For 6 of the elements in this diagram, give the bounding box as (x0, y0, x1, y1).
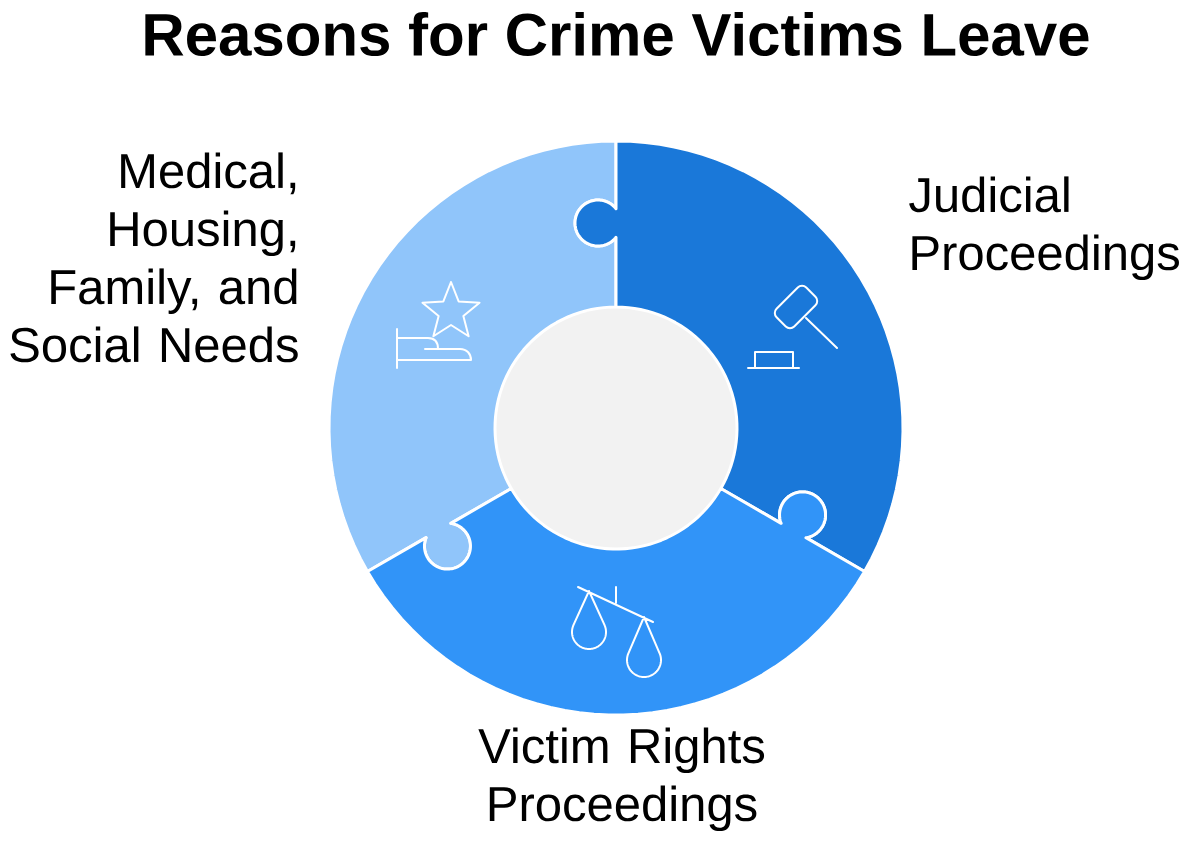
title: Reasons for Crime Victims Leave (145, 11, 1089, 57)
puzzle-segment (365, 487, 867, 717)
segment-label: Victim Rights Proceedings (478, 727, 765, 832)
segment-label: Judicial Proceedings (909, 176, 1179, 281)
center-circle (496, 308, 736, 548)
segment-label: Medical, Housing, Family, and Social Needs (10, 152, 298, 363)
